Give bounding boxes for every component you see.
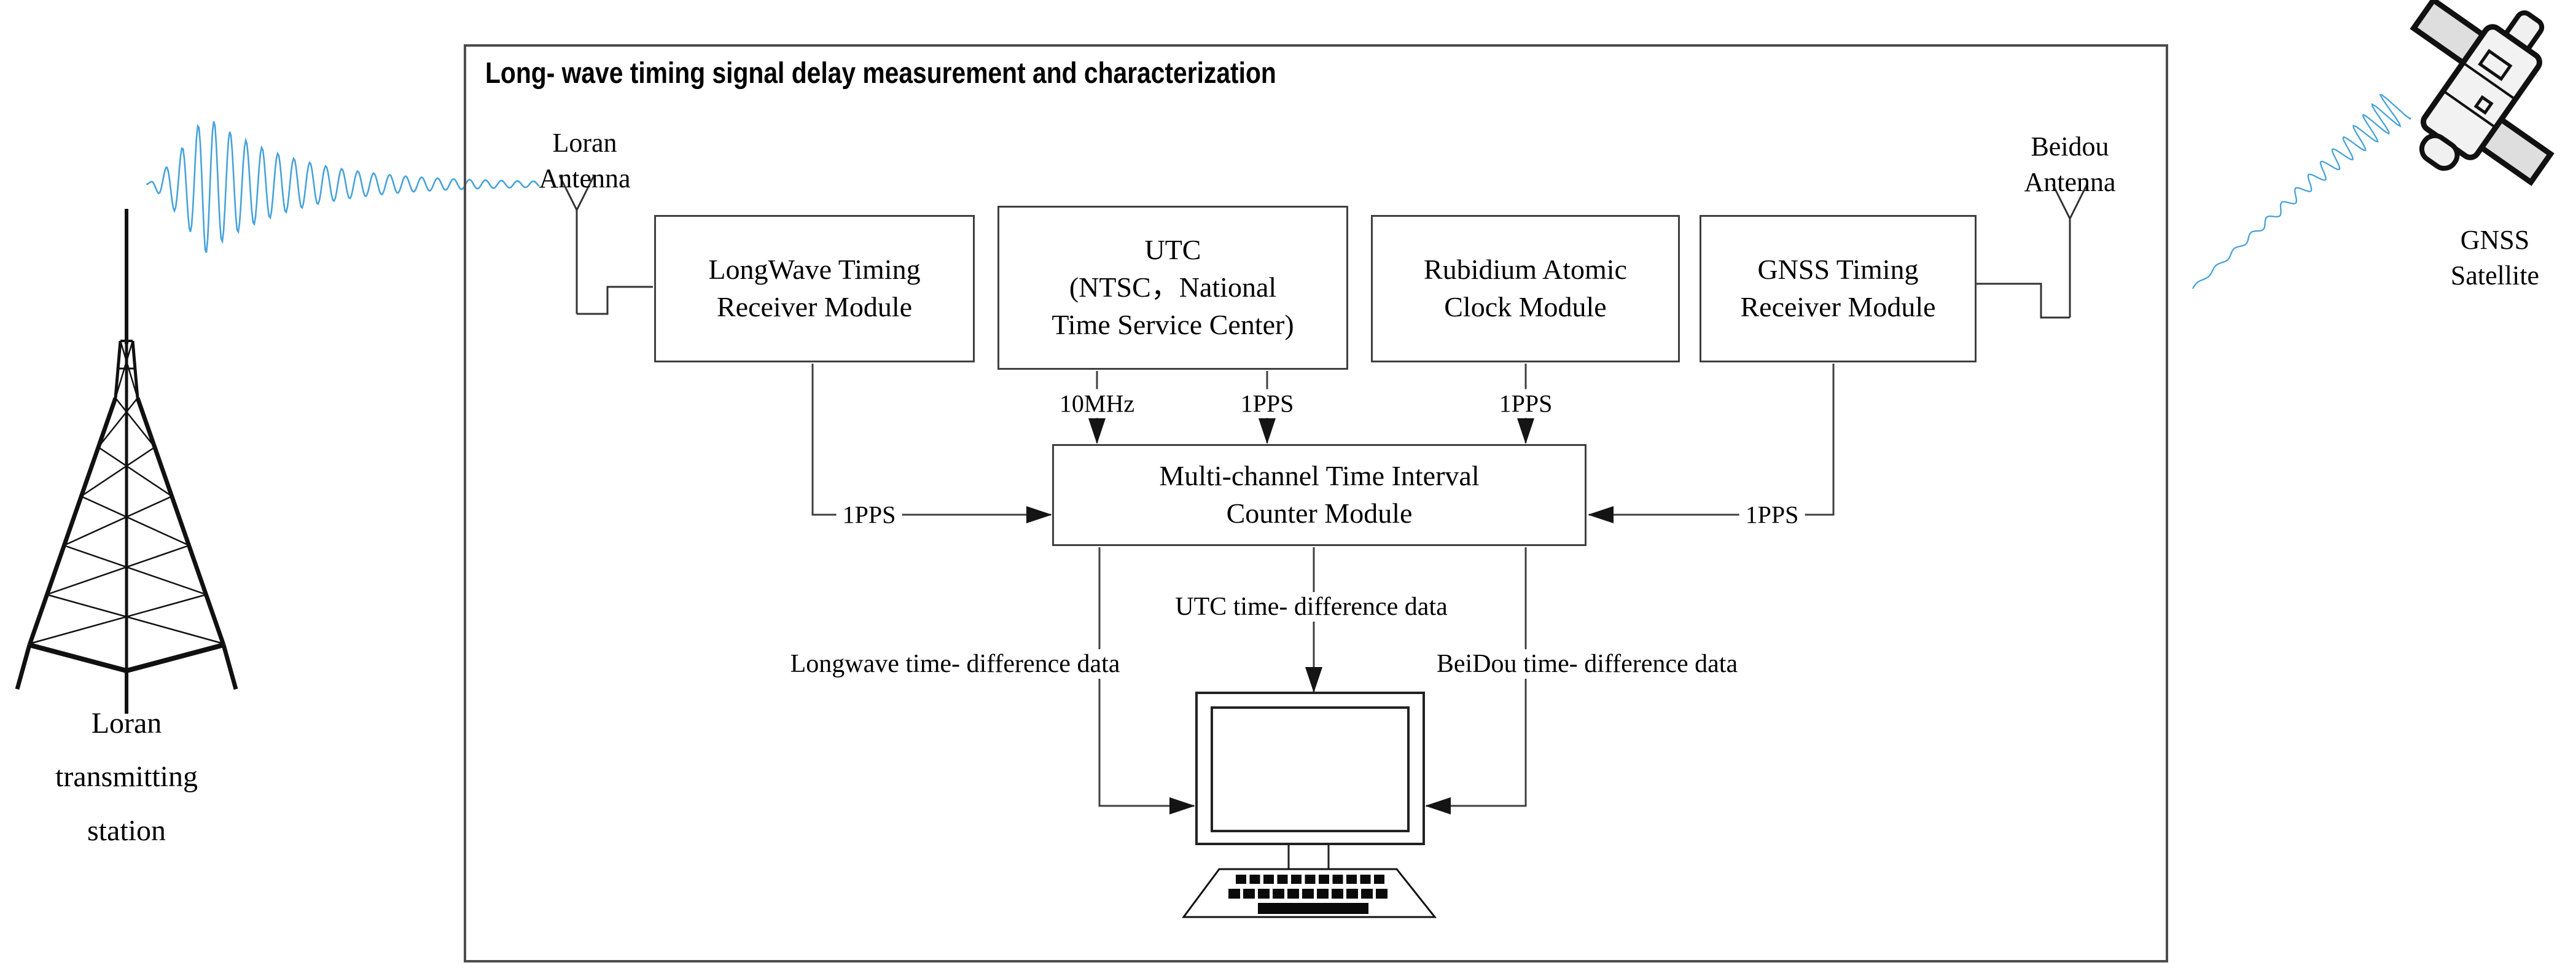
gnss-satellite-label: GNSS Satellite xyxy=(2450,224,2540,291)
module-gnss-receiver: GNSS Timing Receiver Module xyxy=(1700,215,1977,362)
keyboard-keys xyxy=(1228,875,1388,914)
satellite-icon xyxy=(2410,0,2555,186)
output-label-longwave-data: Longwave time- difference data xyxy=(785,649,1125,679)
signal-label-10mhz: 10MHz xyxy=(1053,389,1141,418)
module-utc-ntsc-label: UTC (NTSC，National Time Service Center) xyxy=(1052,234,1294,340)
module-utc-ntsc: UTC (NTSC，National Time Service Center) xyxy=(997,206,1348,370)
beidou-antenna-label: Beidou Antenna xyxy=(2024,131,2116,197)
signal-label-1pps-longwave: 1PPS xyxy=(836,500,902,529)
radio-tower-icon xyxy=(15,209,238,714)
connector-gnss-1pps xyxy=(1588,364,1835,523)
loran-signal-wave xyxy=(146,121,540,253)
module-rubidium-clock-label: Rubidium Atomic Clock Module xyxy=(1424,254,1627,322)
loran-station-label: Loran transmitting station xyxy=(55,706,198,847)
loran-antenna-label: Loran Antenna xyxy=(539,127,631,193)
output-label-utc-data: UTC time- difference data xyxy=(1170,592,1453,622)
signal-connectors xyxy=(811,364,1835,814)
gnss-signal-wave xyxy=(2192,94,2411,289)
signal-label-1pps-rubidium: 1PPS xyxy=(1493,389,1559,418)
module-longwave-receiver-label: LongWave Timing Receiver Module xyxy=(708,254,921,322)
connector-beidou-data xyxy=(1425,547,1527,814)
output-label-beidou-data: BeiDou time- difference data xyxy=(1431,649,1743,679)
beidou-antenna-icon xyxy=(1977,184,2088,319)
system-boundary-box xyxy=(464,44,2168,962)
module-time-interval-counter-label: Multi-channel Time Interval Counter Modu… xyxy=(1159,460,1480,529)
signal-label-1pps-gnss: 1PPS xyxy=(1739,500,1805,529)
module-longwave-receiver: LongWave Timing Receiver Module xyxy=(654,215,975,362)
module-time-interval-counter: Multi-channel Time Interval Counter Modu… xyxy=(1052,444,1587,546)
connector-longwave-data xyxy=(1098,547,1195,814)
tower-bracing xyxy=(29,397,224,645)
loran-antenna-icon xyxy=(558,175,653,315)
computer-icon xyxy=(1182,692,1437,918)
connector-longwave-1pps xyxy=(811,364,1052,523)
signal-label-1pps-utc: 1PPS xyxy=(1234,389,1300,418)
module-gnss-receiver-label: GNSS Timing Receiver Module xyxy=(1740,254,1936,322)
monitor-screen xyxy=(1211,706,1410,832)
diagram-title: Long- wave timing signal delay measureme… xyxy=(485,57,1276,90)
module-rubidium-clock: Rubidium Atomic Clock Module xyxy=(1371,215,1680,362)
